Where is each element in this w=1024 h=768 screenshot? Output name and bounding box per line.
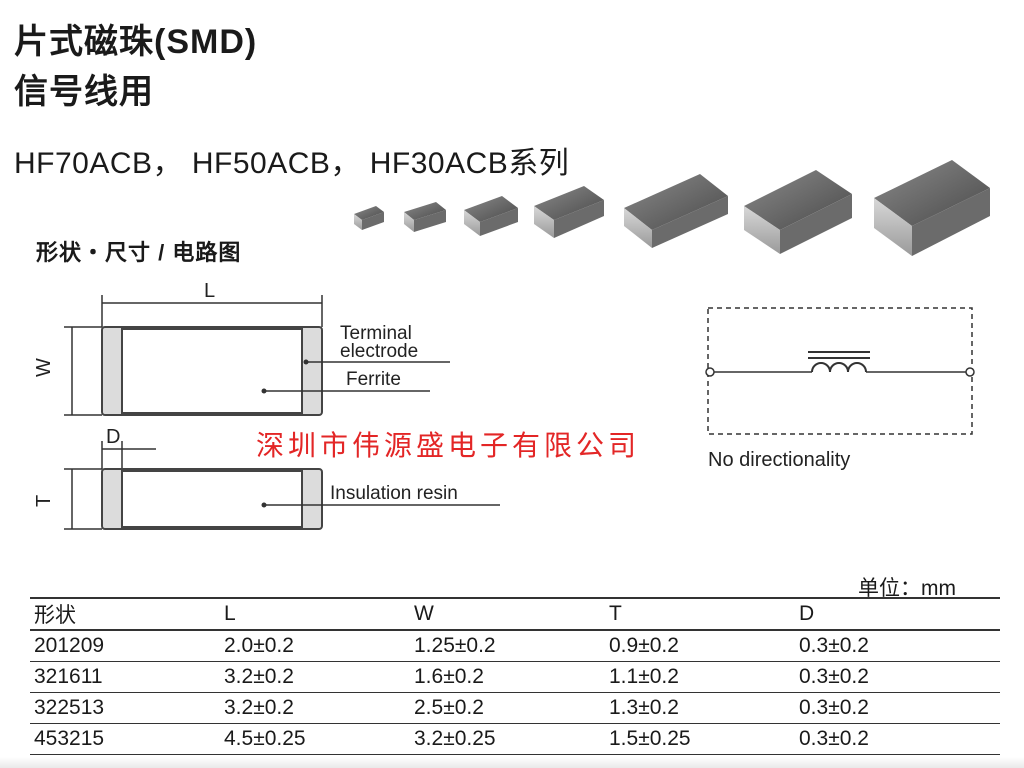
header-W: W: [414, 602, 434, 625]
cell-D: 0.3±0.2: [799, 696, 869, 719]
table-row: 453215 4.5±0.25 3.2±0.25 1.5±0.25 0.3±0.…: [30, 724, 1000, 755]
watermark: 深圳市伟源盛电子有限公司: [256, 429, 641, 462]
cell-D: 0.3±0.2: [799, 634, 869, 657]
chip-photos: [354, 160, 990, 256]
page-subtitle: 信号线用: [14, 73, 154, 111]
terminal-left-icon: [705, 367, 715, 377]
label-T: T: [33, 495, 55, 507]
chip-image-6: [744, 170, 852, 254]
cell-shape: 322513: [34, 696, 105, 719]
chip-image-3: [464, 196, 518, 236]
dimension-drawing: L W D T Terminal electrode Ferrite Insul…: [33, 280, 500, 530]
label-W: W: [33, 358, 55, 377]
cell-L: 4.5±0.25: [224, 727, 306, 750]
header-L: L: [224, 602, 236, 625]
cell-shape: 453215: [34, 727, 105, 750]
terminal-label-line2: electrode: [340, 341, 418, 362]
chip-image-2: [404, 202, 446, 232]
header-T: T: [609, 602, 622, 625]
terminal-right-icon: [965, 367, 975, 377]
spec-table: 形状 L W T D 201209 2.0±0.2 1.25±0.2 0.9±0…: [30, 597, 1000, 755]
cell-L: 3.2±0.2: [224, 665, 294, 688]
terminal-label-line1: Terminal: [340, 323, 412, 344]
cell-shape: 321611: [34, 665, 103, 688]
series-heading: HF70ACB， HF50ACB， HF30ACB系列: [14, 147, 570, 180]
cell-T: 1.5±0.25: [609, 727, 691, 750]
bottom-divider: [0, 757, 1024, 768]
cell-W: 1.6±0.2: [414, 665, 484, 688]
table-header-row: 形状 L W T D: [30, 598, 1000, 630]
cell-L: 2.0±0.2: [224, 634, 294, 657]
cell-D: 0.3±0.2: [799, 727, 869, 750]
cell-W: 2.5±0.2: [414, 696, 484, 719]
chip-image-1: [354, 206, 384, 230]
ferrite-label: Ferrite: [346, 369, 401, 390]
cell-L: 3.2±0.2: [224, 696, 294, 719]
table-row: 322513 3.2±0.2 2.5±0.2 1.3±0.2 0.3±0.2: [30, 693, 1000, 724]
header-D: D: [799, 602, 815, 625]
table-row: 201209 2.0±0.2 1.25±0.2 0.9±0.2 0.3±0.2: [30, 630, 1000, 662]
cell-W: 1.25±0.2: [414, 634, 496, 657]
chip-image-4: [534, 186, 604, 238]
cell-D: 0.3±0.2: [799, 665, 869, 688]
cell-T: 1.1±0.2: [609, 665, 679, 688]
circuit-caption: No directionality: [708, 449, 850, 471]
cell-shape: 201209: [34, 634, 105, 657]
circuit-diagram: No directionality: [705, 307, 975, 471]
cell-T: 1.3±0.2: [609, 696, 679, 719]
cell-W: 3.2±0.25: [414, 727, 496, 750]
label-D: D: [106, 426, 120, 448]
table-row: 321611 3.2±0.2 1.6±0.2 1.1±0.2 0.3±0.2: [30, 662, 1000, 693]
unit-label: 单位：mm: [858, 577, 956, 600]
page-title: 片式磁珠(SMD): [14, 23, 258, 61]
header-shape: 形状: [34, 604, 76, 627]
cell-T: 0.9±0.2: [609, 634, 679, 657]
chip-image-7: [874, 160, 990, 256]
chip-image-5: [624, 174, 728, 248]
insulation-label: Insulation resin: [330, 483, 458, 504]
section-title: 形状・尺寸 / 电路图: [36, 240, 242, 265]
label-L: L: [204, 280, 215, 302]
